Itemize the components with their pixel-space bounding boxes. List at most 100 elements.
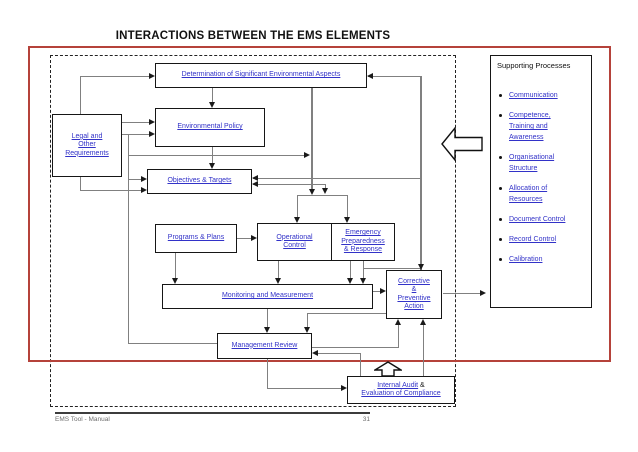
corrective-preventive-action-link[interactable]: Corrective & Preventive Action <box>397 277 431 310</box>
connector-line <box>211 88 213 104</box>
internal-audit-label: Internal Audit & Evaluation of Complianc… <box>361 382 440 399</box>
internal-audit-link[interactable]: Internal Audit <box>377 381 419 389</box>
connector-line <box>122 121 150 123</box>
box-objectives-and-targets: Objectives & Targets <box>147 169 252 194</box>
connector-line <box>128 343 217 345</box>
organisational-structure-link[interactable]: Organisational Structure <box>509 154 555 172</box>
legal-requirements-link[interactable]: Legal and Other Requirements <box>65 132 109 157</box>
connector-line <box>422 324 424 376</box>
connector-line <box>297 194 348 196</box>
arrowhead-icon <box>312 349 318 356</box>
bullet-dot-icon <box>499 156 502 159</box>
arrowhead-icon <box>252 180 258 187</box>
connector-line <box>266 309 268 328</box>
connector-line <box>80 189 142 191</box>
supporting-processes-panel: Supporting Processes Communication Compe… <box>490 55 592 308</box>
left-block-arrow-icon <box>441 126 483 162</box>
document-control-link[interactable]: Document Control <box>509 216 566 223</box>
connector-line <box>312 346 399 348</box>
list-item: Document Control <box>497 214 585 225</box>
bullet-dot-icon <box>499 187 502 190</box>
management-review-link[interactable]: Management Review <box>231 341 298 349</box>
connector-line <box>443 292 481 294</box>
list-item: Communication <box>497 90 585 101</box>
connector-line <box>79 177 81 191</box>
dashed-diagram-frame <box>50 55 456 407</box>
monitoring-and-measurement-link[interactable]: Monitoring and Measurement <box>221 292 314 300</box>
connector-line <box>174 253 176 279</box>
connector-line <box>253 183 325 185</box>
competence-training-link[interactable]: Competence, Training and Awareness <box>509 112 551 141</box>
arrowhead-icon <box>367 72 373 79</box>
arrowhead-icon <box>321 188 328 194</box>
arrowhead-icon <box>252 174 258 181</box>
up-block-arrow-icon <box>374 361 402 377</box>
box-programs-and-plans: Programs & Plans <box>155 224 237 253</box>
connector-line <box>373 290 381 292</box>
box-environmental-policy: Environmental Policy <box>155 108 265 147</box>
arrowhead-icon <box>346 278 353 284</box>
determination-of-aspects-link[interactable]: Determination of Significant Environment… <box>181 71 341 79</box>
arrowhead-icon <box>263 327 270 333</box>
footer-rule <box>55 412 370 414</box>
connector-line <box>122 133 150 135</box>
bullet-dot-icon <box>499 258 502 261</box>
connector-line <box>368 75 421 77</box>
box-emergency-preparedness: Emergency Preparedness & Response <box>331 223 395 261</box>
connector-line <box>420 76 422 270</box>
arrowhead-icon <box>394 319 401 325</box>
page-title: INTERACTIONS BETWEEN THE EMS ELEMENTS <box>115 30 391 42</box>
arrowhead-icon <box>149 72 155 79</box>
connector-line <box>346 195 348 218</box>
connector-line <box>211 147 213 165</box>
arrowhead-icon <box>208 102 215 108</box>
arrowhead-icon <box>341 384 347 391</box>
connector-line <box>349 261 351 279</box>
ampersand-text: & <box>418 381 425 389</box>
bullet-dot-icon <box>499 218 502 221</box>
connector-line <box>324 184 326 190</box>
connector-line <box>362 261 364 279</box>
connector-line <box>306 313 308 328</box>
list-item: Competence, Training and Awareness <box>497 110 585 143</box>
supporting-processes-list: Communication Competence, Training and A… <box>497 90 585 265</box>
environmental-policy-link[interactable]: Environmental Policy <box>177 123 243 131</box>
box-monitoring-and-measurement: Monitoring and Measurement <box>162 284 373 309</box>
arrowhead-icon <box>149 130 155 137</box>
record-control-link[interactable]: Record Control <box>509 236 557 243</box>
connector-line <box>397 324 399 347</box>
box-legal-and-other-requirements: Legal and Other Requirements <box>52 114 122 177</box>
box-corrective-preventive-action: Corrective & Preventive Action <box>386 270 442 319</box>
connector-line <box>237 237 252 239</box>
arrowhead-icon <box>141 186 147 193</box>
arrowhead-icon <box>171 278 178 284</box>
operational-control-link[interactable]: Operational Control <box>276 233 313 249</box>
objectives-and-targets-link[interactable]: Objectives & Targets <box>167 177 232 185</box>
bullet-dot-icon <box>499 94 502 97</box>
arrowhead-icon <box>208 163 215 169</box>
evaluation-of-compliance-link[interactable]: Evaluation of Compliance <box>361 390 441 397</box>
arrowhead-icon <box>343 217 350 223</box>
calibration-link[interactable]: Calibration <box>509 256 543 263</box>
programs-and-plans-link[interactable]: Programs & Plans <box>167 234 225 242</box>
arrowhead-icon <box>149 118 155 125</box>
connector-line <box>128 178 142 180</box>
allocation-of-resources-link[interactable]: Allocation of Resources <box>509 185 548 203</box>
red-border-frame <box>28 46 611 362</box>
list-item: Allocation of Resources <box>497 183 585 205</box>
arrowhead-icon <box>141 175 147 182</box>
emergency-preparedness-link[interactable]: Emergency Preparedness & Response <box>341 229 385 254</box>
arrowhead-icon <box>251 234 257 241</box>
connector-line <box>311 88 313 191</box>
arrowhead-icon <box>293 217 300 223</box>
communication-link[interactable]: Communication <box>509 92 558 99</box>
connector-line <box>80 75 150 77</box>
connector-line <box>307 312 386 314</box>
footer-page-number: 31 <box>362 416 370 423</box>
connector-line <box>296 195 298 218</box>
box-internal-audit: Internal Audit & Evaluation of Complianc… <box>347 376 455 404</box>
supporting-processes-title: Supporting Processes <box>497 61 571 70</box>
list-item: Organisational Structure <box>497 152 585 174</box>
arrowhead-icon <box>417 264 424 270</box>
list-item: Calibration <box>497 254 585 265</box>
